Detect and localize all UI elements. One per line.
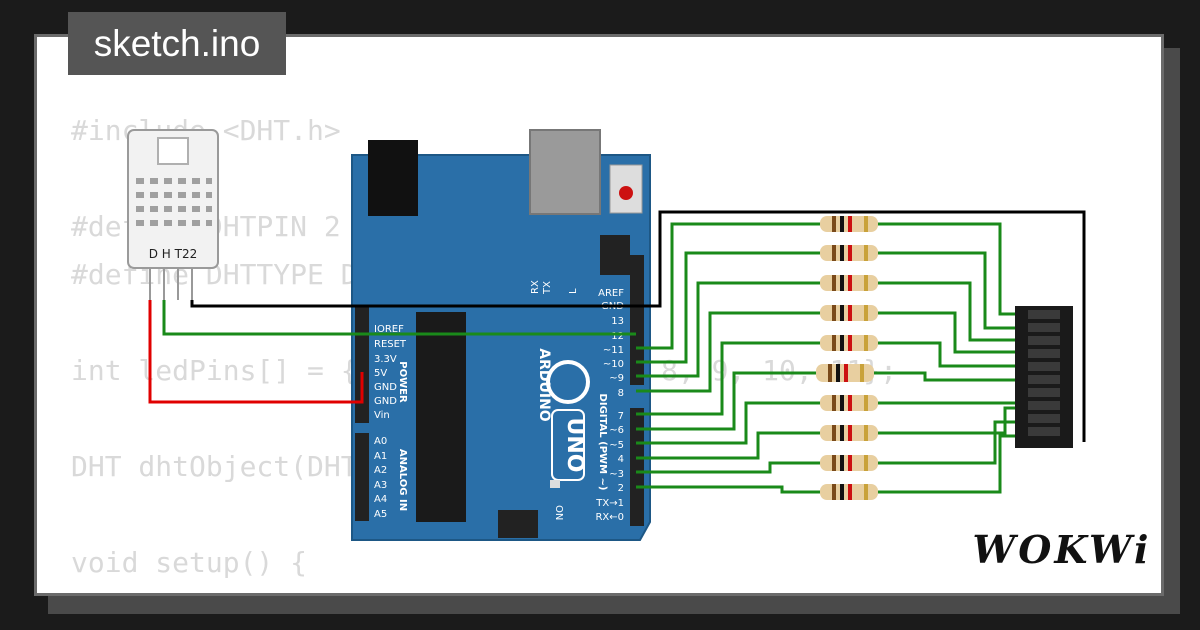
pin-label: 2 [618, 483, 624, 494]
power-jack [368, 140, 418, 216]
pin-label: 13 [611, 316, 624, 327]
power-header [355, 305, 369, 423]
pin-label: ~5 [609, 440, 624, 451]
pin-label: RX←0 [595, 512, 624, 523]
resistor[interactable] [820, 395, 878, 411]
pin-label: ~10 [603, 359, 624, 370]
digital-header-bottom [630, 408, 644, 526]
board-brand: ARDUINO [536, 348, 552, 422]
arduino-logo-icon [546, 360, 590, 404]
dht-label: D H T22 [149, 247, 198, 261]
resistor[interactable] [816, 364, 874, 382]
analog-label: ANALOG IN [397, 449, 408, 511]
resistor[interactable] [820, 484, 878, 500]
pin-label: RESET [374, 339, 407, 350]
pin-label: A4 [374, 494, 387, 505]
arduino-uno-board[interactable]: TX RX L ARDUINO UNO DIGITAL (PWM ~) ON P… [351, 129, 651, 541]
pin-label: 3.3V [374, 354, 397, 365]
pin-label: AREF [598, 288, 624, 299]
resistor[interactable] [820, 245, 878, 261]
resistor[interactable] [820, 455, 878, 471]
resistor[interactable] [820, 425, 878, 441]
rx-led-label: RX [530, 280, 541, 294]
pin-label: 7 [618, 411, 624, 422]
pin-label: 4 [618, 454, 624, 465]
pin-label: GND [374, 382, 397, 393]
pin-label: 12 [611, 331, 624, 342]
resistor[interactable] [820, 335, 878, 351]
l-led-label: L [568, 288, 579, 294]
pin-label: ~9 [609, 373, 624, 384]
pin-label: A2 [374, 465, 387, 476]
pin-label: A5 [374, 509, 387, 520]
resistor-array [816, 216, 878, 500]
pin-label: ~6 [609, 425, 624, 436]
board-model: UNO [562, 418, 587, 473]
dht22-sensor[interactable]: D H T22 [127, 129, 219, 300]
pin-label: TX→1 [595, 498, 624, 509]
pin-label: IOREF [374, 324, 404, 335]
pin-label: ~11 [603, 345, 624, 356]
resistor[interactable] [820, 216, 878, 232]
pin-label: A3 [374, 480, 387, 491]
on-led-label: ON [553, 505, 564, 520]
wire-vcc [148, 300, 364, 404]
pin-label: A0 [374, 436, 387, 447]
led-wires [636, 222, 1022, 494]
code-line: void setup() { [71, 546, 308, 579]
wire-gnd [190, 210, 1086, 442]
pin-label: 5V [374, 368, 387, 379]
microcontroller-chip [416, 312, 466, 522]
digital-label: DIGITAL (PWM ~) [597, 394, 608, 491]
pin-label: ~3 [609, 469, 624, 480]
dht-wires [148, 210, 1086, 442]
digital-header-top [630, 255, 644, 385]
pin-label: A1 [374, 451, 387, 462]
pin-label: Vin [374, 410, 390, 421]
usb-connector [529, 129, 601, 215]
resistor[interactable] [820, 275, 878, 291]
pin-label: 8 [618, 388, 624, 399]
reset-button[interactable] [619, 186, 633, 200]
led-bar-graph[interactable] [1015, 306, 1073, 448]
power-label: POWER [397, 361, 408, 403]
logo-text: WOKWi [972, 526, 1152, 572]
wire-data [162, 300, 636, 336]
wokwi-logo: WOKWi [973, 520, 1148, 578]
file-title: sketch.ino [68, 12, 286, 75]
tx-led-label: TX [542, 281, 553, 295]
analog-header [355, 433, 369, 521]
resistor[interactable] [820, 305, 878, 321]
on-led-icon [550, 480, 560, 488]
pin-label: GND [374, 396, 397, 407]
